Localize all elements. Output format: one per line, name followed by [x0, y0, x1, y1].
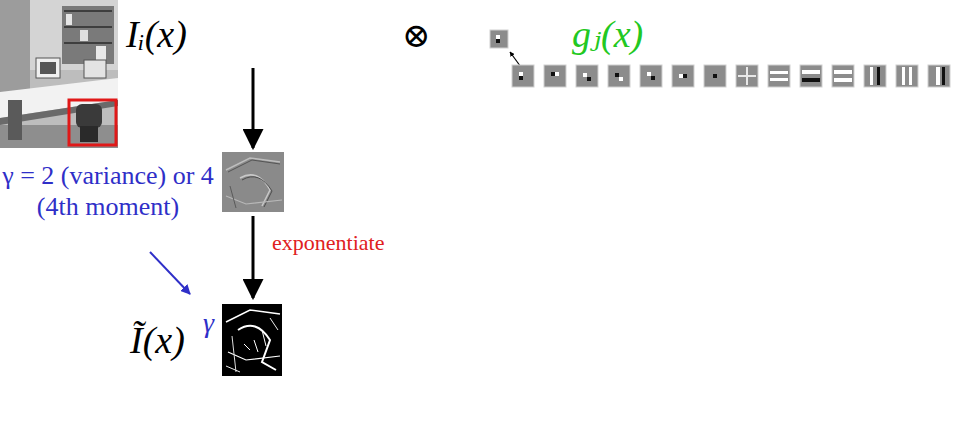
flow-arrow — [252, 68, 255, 148]
office-photo — [0, 0, 118, 148]
energy-symbol: Ĩ(x) — [130, 318, 185, 364]
filter-bank — [512, 65, 950, 87]
crop-box — [69, 100, 116, 145]
filter-symbol: gⱼ(x) — [572, 12, 643, 58]
exponent-symbol: γ — [203, 306, 214, 340]
filter-kernel — [490, 30, 508, 48]
filter-patterns — [519, 67, 945, 85]
energy-image — [222, 304, 282, 376]
convolution-operator: ⊗ — [402, 16, 431, 57]
filtered-image — [222, 152, 284, 212]
step-label: exponentiate — [272, 230, 384, 256]
pointer-arrow — [150, 252, 190, 294]
image-symbol: Iᵢ(x) — [126, 12, 187, 58]
flow-arrow — [252, 216, 255, 298]
exponent-note: γ = 2 (variance) or 4 (4th moment) — [2, 160, 214, 222]
